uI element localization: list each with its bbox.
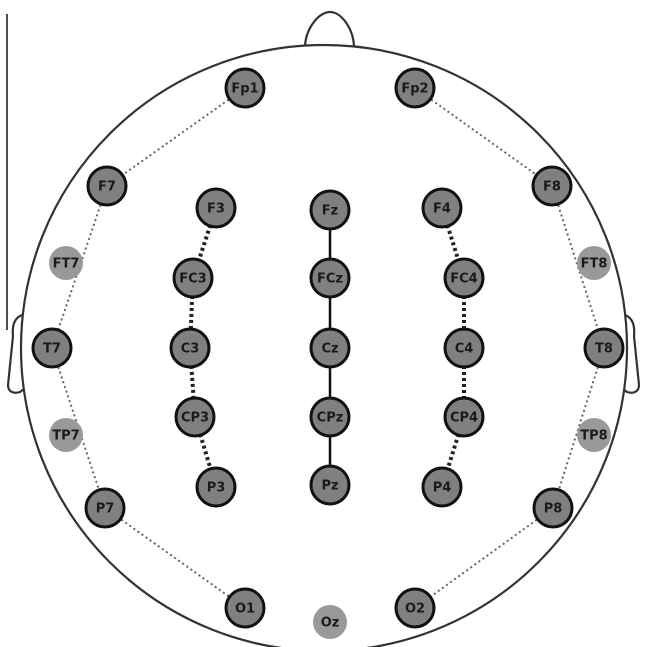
electrode-label: CP4: [450, 411, 478, 426]
electrode-label: F3: [207, 202, 225, 217]
electrode-label: FC3: [179, 272, 206, 287]
electrode-label: TP7: [52, 429, 79, 444]
electrode-label: P3: [207, 481, 226, 496]
electrode-c4: C4: [445, 329, 483, 367]
electrode-fc4: FC4: [445, 259, 483, 297]
electrode-o2: O2: [396, 589, 434, 627]
electrode-label: Fz: [322, 204, 338, 219]
electrode-f8: F8: [533, 167, 571, 205]
electrode-label: T7: [43, 342, 61, 357]
electrode-tp8: TP8: [577, 418, 611, 452]
electrode-label: CPz: [317, 411, 344, 426]
electrode-label: F7: [98, 180, 116, 195]
electrode-c3: C3: [171, 329, 209, 367]
electrode-label: FC4: [450, 272, 477, 287]
electrode-t7: T7: [33, 329, 71, 367]
electrode-label: F8: [543, 180, 561, 195]
electrode-cp3: CP3: [176, 398, 214, 436]
electrode-fc3: FC3: [174, 259, 212, 297]
electrode-f4: F4: [423, 189, 461, 227]
electrode-label: C4: [455, 342, 474, 357]
electrode-pz: Pz: [311, 466, 349, 504]
electrode-ft8: FT8: [577, 246, 611, 280]
electrode-fcz: FCz: [311, 259, 349, 297]
electrode-cpz: CPz: [311, 398, 349, 436]
electrode-label: Cz: [321, 342, 338, 357]
electrode-label: O1: [235, 602, 255, 617]
electrode-label: FT8: [581, 257, 608, 272]
electrode-tp7: TP7: [49, 418, 83, 452]
electrode-label: Fp2: [401, 82, 428, 97]
electrode-fp1: Fp1: [226, 69, 264, 107]
electrode-cp4: CP4: [445, 398, 483, 436]
electrode-p8: P8: [534, 489, 572, 527]
electrode-o1: O1: [226, 589, 264, 627]
electrode-fp2: Fp2: [396, 69, 434, 107]
electrode-f3: F3: [197, 189, 235, 227]
electrode-label: TP8: [580, 429, 607, 444]
electrode-label: Fp1: [231, 82, 258, 97]
electrode-p4: P4: [423, 468, 461, 506]
electrode-label: P8: [544, 502, 563, 517]
electrode-label: FT7: [53, 257, 80, 272]
electrode-label: Oz: [321, 616, 340, 631]
nose-outline: [305, 12, 354, 48]
electrode-f7: F7: [88, 167, 126, 205]
electrode-label: CP3: [181, 411, 209, 426]
electrode-oz: Oz: [313, 605, 347, 639]
electrode-label: FCz: [317, 272, 343, 287]
electrode-label: C3: [181, 342, 200, 357]
electrode-ft7: FT7: [49, 246, 83, 280]
electrode-label: Pz: [321, 479, 338, 494]
electrode-label: O2: [405, 602, 425, 617]
electrode-label: T8: [595, 342, 613, 357]
electrode-p7: P7: [86, 489, 124, 527]
electrode-p3: P3: [197, 468, 235, 506]
electrode-fz: Fz: [311, 191, 349, 229]
electrode-t8: T8: [585, 329, 623, 367]
electrode-cz: Cz: [311, 329, 349, 367]
electrode-label: P7: [96, 502, 115, 517]
electrode-label: F4: [433, 202, 451, 217]
electrode-label: P4: [433, 481, 452, 496]
